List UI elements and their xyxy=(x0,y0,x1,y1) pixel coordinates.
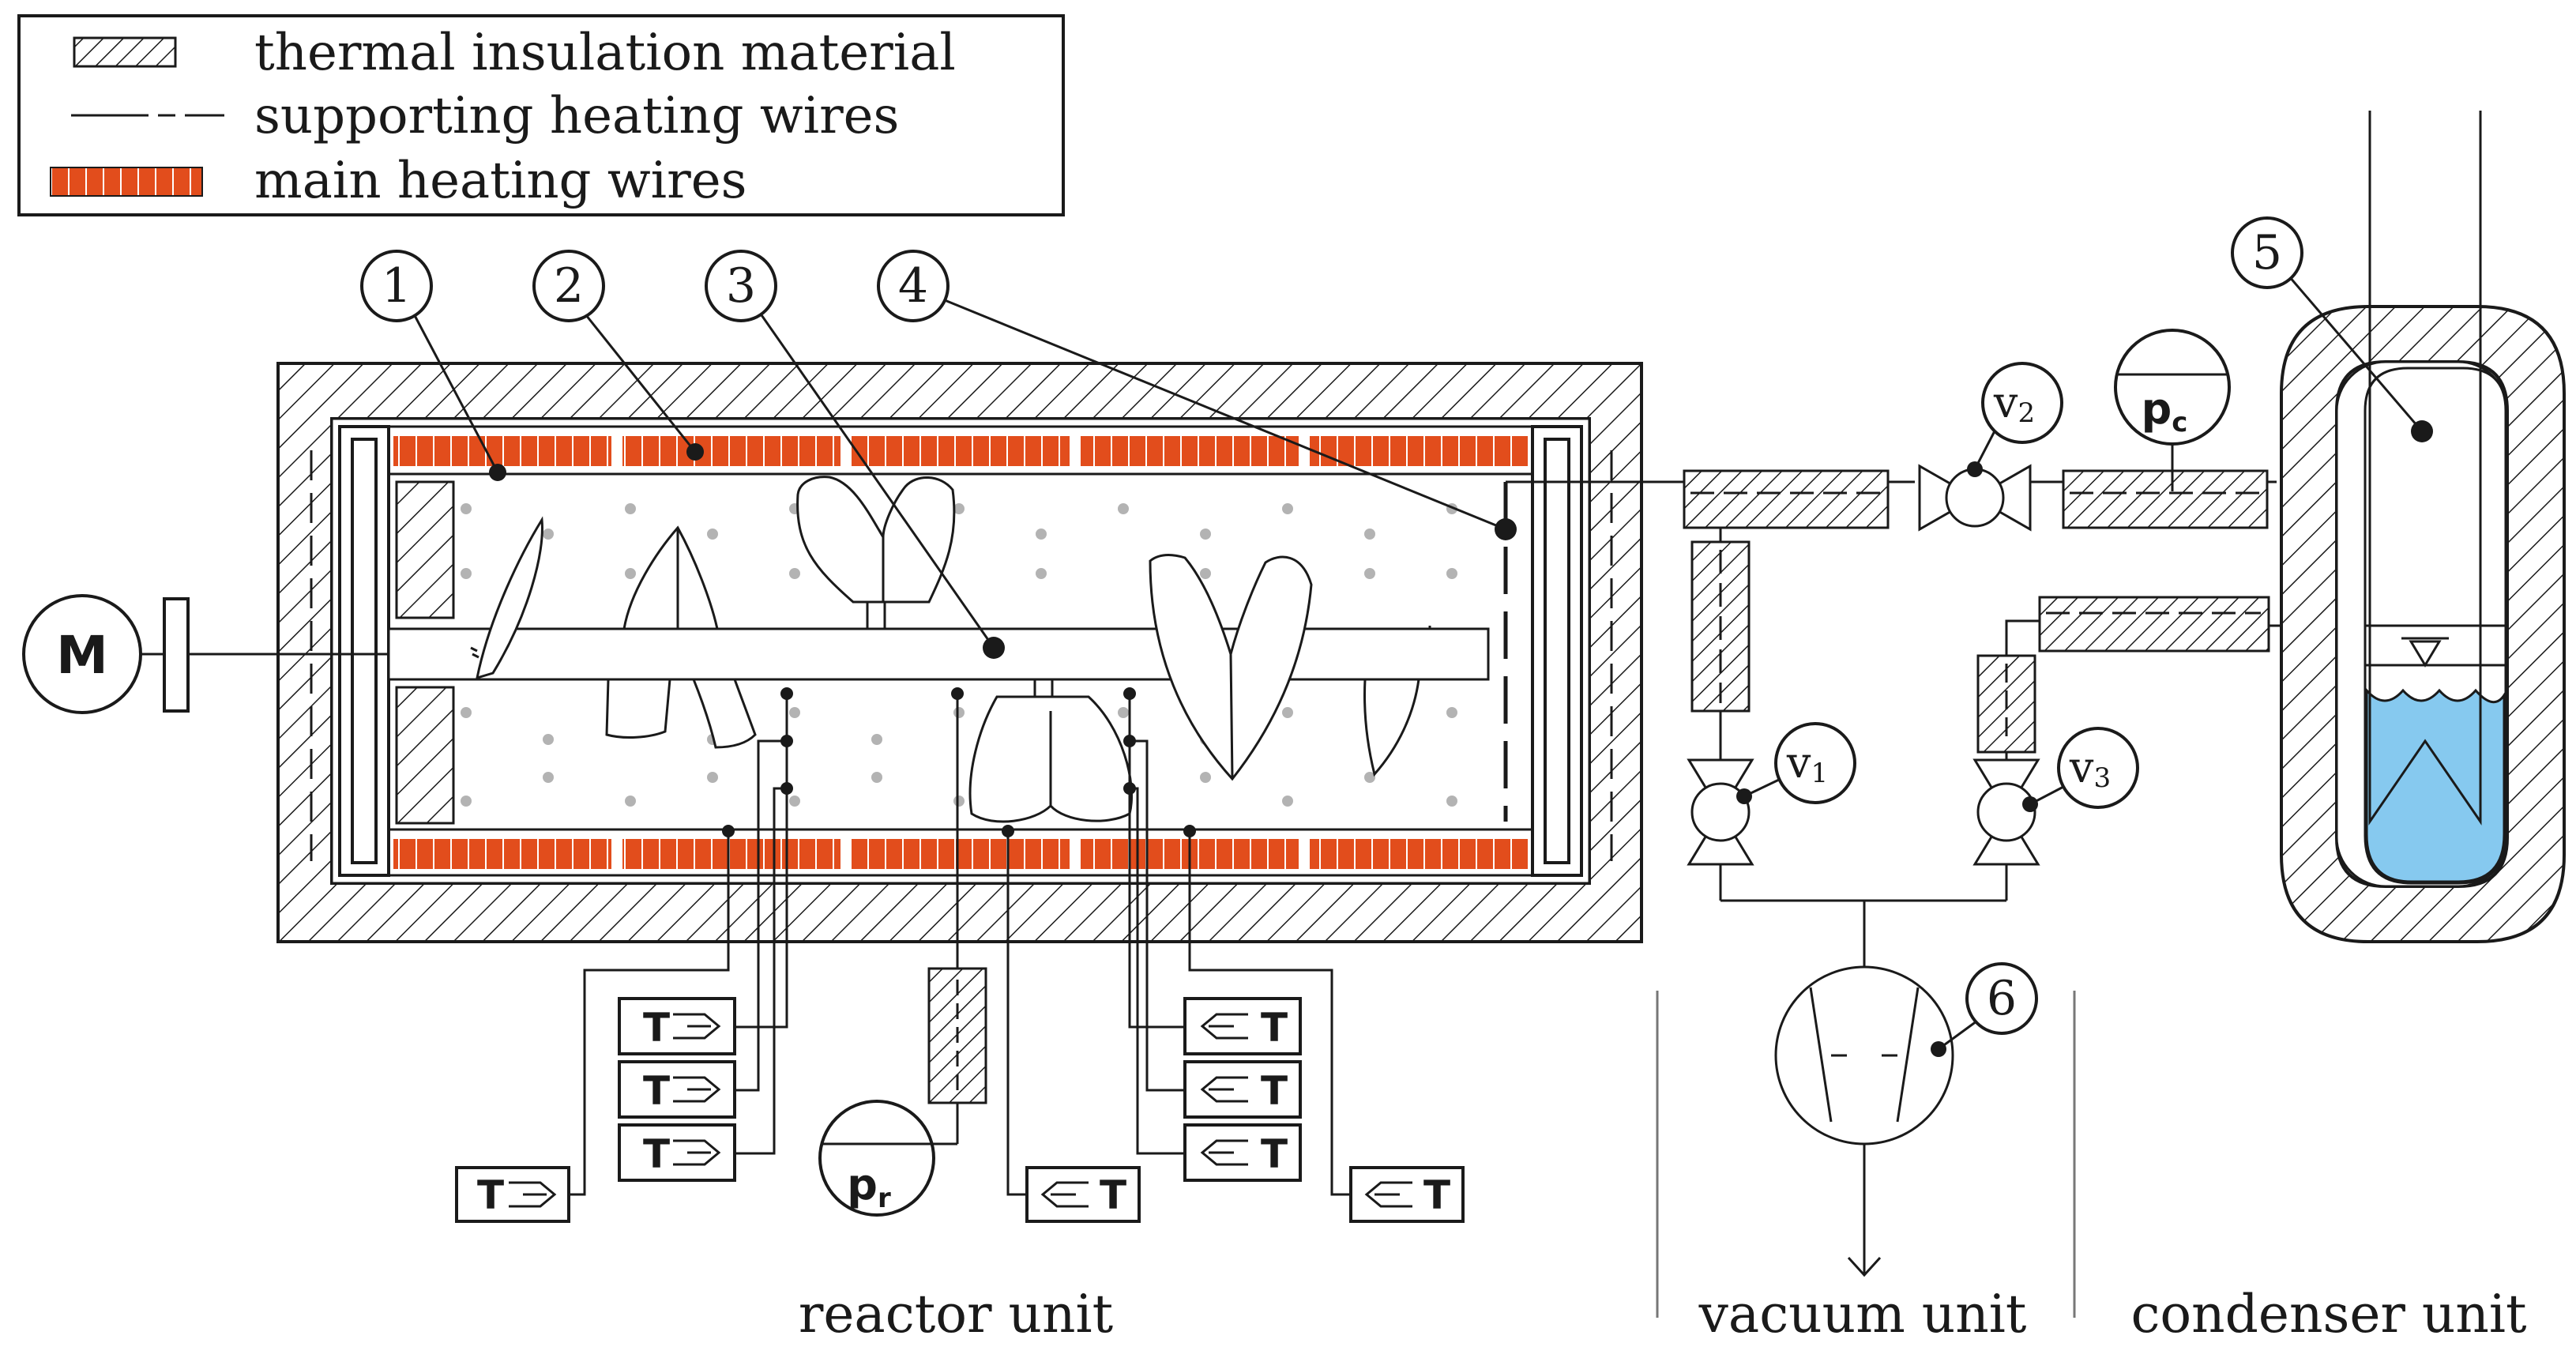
temp-sensor: T xyxy=(1183,997,1302,1055)
svg-text:T: T xyxy=(1423,1172,1450,1218)
svg-text:2: 2 xyxy=(554,258,584,314)
right-flange xyxy=(1531,425,1583,877)
temp-sensor: T xyxy=(1349,1166,1465,1223)
svg-text:T: T xyxy=(477,1172,504,1218)
condenser-pressure-gauge: pc xyxy=(2114,329,2231,491)
insulated-pipes xyxy=(1683,469,2270,754)
main-wires-swatch xyxy=(50,167,203,197)
svg-text:5: 5 xyxy=(2252,225,2282,280)
temperature-sensors: T T T T T T T xyxy=(455,997,1465,1223)
temp-sensor: T xyxy=(1025,1166,1141,1223)
svg-text:T: T xyxy=(643,1005,670,1051)
legend: thermal insulation material supporting h… xyxy=(17,14,1065,216)
svg-text:3: 3 xyxy=(726,258,756,314)
temp-sensor: T xyxy=(618,1123,736,1182)
mixing-blades xyxy=(470,476,1431,823)
svg-text:pr: pr xyxy=(847,1160,891,1214)
svg-text:T: T xyxy=(1100,1172,1126,1218)
temp-sensor: T xyxy=(455,1166,570,1223)
temp-sensor: T xyxy=(1183,1123,1302,1182)
svg-text:6: 6 xyxy=(1987,971,2017,1026)
legend-insulation-label: thermal insulation material xyxy=(254,24,956,82)
condenser-unit-label: condenser unit xyxy=(2130,1284,2526,1345)
material-particles xyxy=(461,503,1457,807)
temp-sensor: T xyxy=(618,997,736,1055)
svg-text:v3: v3 xyxy=(2069,743,2111,794)
temp-sensor: T xyxy=(1183,1060,1302,1119)
reactor-support-wires xyxy=(310,450,1613,861)
motor-label: M xyxy=(56,625,108,686)
reactor-pressure-gauge: pr xyxy=(818,1100,957,1217)
svg-text:1: 1 xyxy=(382,258,412,314)
condenser-unit xyxy=(2280,111,2566,943)
svg-text:4: 4 xyxy=(898,258,928,314)
insulation-swatch xyxy=(73,36,177,68)
reactor-unit xyxy=(183,362,1643,1196)
reactor-unit-label: reactor unit xyxy=(799,1284,1113,1345)
junction-dots xyxy=(722,687,1196,837)
svg-text:T: T xyxy=(1261,1131,1288,1177)
callout-4 xyxy=(877,250,950,322)
svg-text:T: T xyxy=(643,1131,670,1177)
svg-text:v1: v1 xyxy=(1786,738,1828,789)
upper-plug xyxy=(395,480,455,619)
heater-bands-bottom xyxy=(393,839,1528,869)
svg-text:T: T xyxy=(643,1068,670,1114)
heater-bands-top xyxy=(393,436,1528,466)
condensate-liquid xyxy=(2365,687,2506,883)
callout-3 xyxy=(705,250,777,322)
valve-labels: v2 v1 v3 xyxy=(1736,362,2139,812)
svg-text:v2: v2 xyxy=(1993,378,2035,429)
lower-plug xyxy=(395,686,455,825)
valve-v3 xyxy=(1972,758,2040,866)
svg-text:pc: pc xyxy=(2142,384,2188,438)
valve-v1 xyxy=(1687,758,1754,866)
vacuum-pump xyxy=(1774,965,1980,1145)
left-flange xyxy=(338,425,390,877)
temp-sensor: T xyxy=(618,1060,736,1119)
valve-v2 xyxy=(1918,464,2032,532)
callout-6 xyxy=(1965,962,2038,1035)
callout-2 xyxy=(532,250,605,322)
rotating-shaft xyxy=(183,627,1490,681)
motor: M xyxy=(22,594,190,714)
coupling xyxy=(163,597,190,713)
reactor-tube xyxy=(389,472,1532,831)
legend-support-wires-label: supporting heating wires xyxy=(254,87,899,145)
callouts: 1 2 3 4 5 6 xyxy=(360,216,2433,1035)
callout-1 xyxy=(360,250,433,322)
svg-text:T: T xyxy=(1261,1068,1288,1114)
vacuum-unit-label: vacuum unit xyxy=(1698,1284,2027,1345)
svg-text:T: T xyxy=(1261,1005,1288,1051)
legend-main-wires-label: main heating wires xyxy=(254,152,746,210)
callout-5 xyxy=(2231,216,2303,289)
